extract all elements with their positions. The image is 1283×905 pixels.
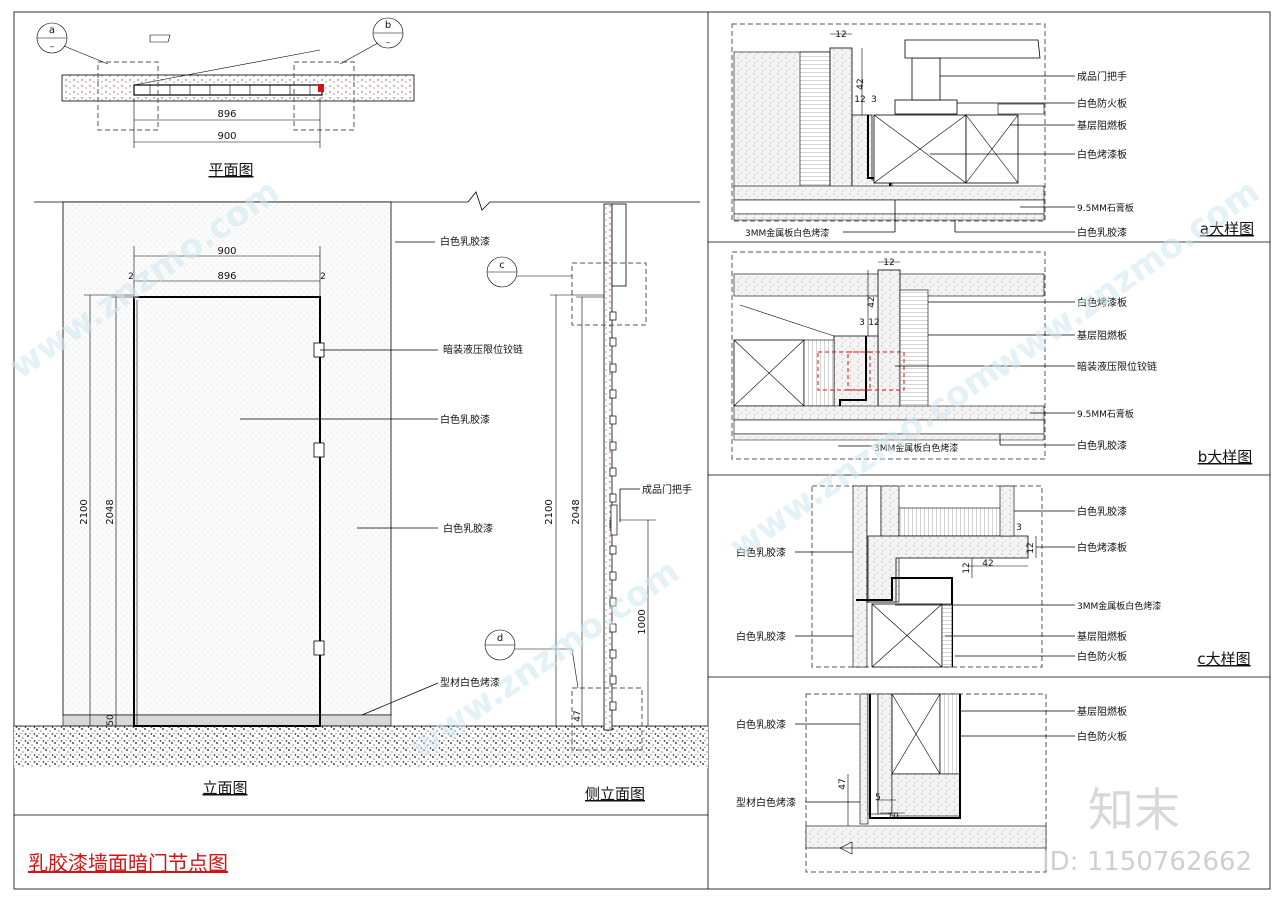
elevation-caption: 立面图 <box>202 779 247 797</box>
side-callout-d <box>484 629 579 689</box>
elev-gap-left: 2 <box>128 272 134 282</box>
detail-b-label-5: 白色乳胶漆 <box>1077 439 1127 452</box>
detail-a-label-3: 基层阻燃板 <box>1077 119 1127 132</box>
side-dim-handle: 1000 <box>637 609 648 634</box>
detail-d-dim-10: 10 <box>887 812 899 822</box>
side-callout-d-label: d <box>497 633 503 644</box>
plan-callout-a <box>36 22 109 65</box>
side-callout-c <box>486 256 572 288</box>
detail-b <box>731 251 1075 460</box>
detail-c-dim-3: 3 <box>1016 523 1022 533</box>
detail-c-right-label-5: 白色防火板 <box>1077 650 1127 663</box>
detail-c-left-label-1: 白色乳胶漆 <box>736 546 786 559</box>
watermark-id: ID: 1150762662 <box>1042 847 1252 877</box>
detail-a-caption: a大样图 <box>1200 220 1254 238</box>
plan-dim-outer: 900 <box>217 131 236 142</box>
detail-c-right-label-1: 白色乳胶漆 <box>1077 505 1127 518</box>
elev-dim-h-door: 2048 <box>105 499 116 524</box>
elevation-view <box>14 191 708 768</box>
side-caption: 侧立面图 <box>585 785 645 803</box>
detail-d-right-label-1: 基层阻燃板 <box>1077 705 1127 718</box>
plan-callout-b-label: b <box>385 20 391 31</box>
elev-label-top-paint: 白色乳胶漆 <box>440 235 490 248</box>
elev-dim-outer: 900 <box>217 246 236 257</box>
detail-a-label-5: 9.5MM石膏板 <box>1077 202 1134 214</box>
callout-b-dash: – <box>386 38 391 48</box>
plan-caption: 平面图 <box>208 161 253 179</box>
detail-c-right-label-3: 3MM金属板白色烤漆 <box>1077 600 1161 612</box>
detail-d-dim-5: 5 <box>875 793 881 803</box>
detail-c-caption: c大样图 <box>1197 650 1250 668</box>
detail-b-label-3: 暗装液压限位铰链 <box>1077 360 1157 373</box>
side-handle-label: 成品门把手 <box>642 483 692 496</box>
plan-callout-b <box>339 17 404 65</box>
detail-b-dim-3: 3 <box>859 318 865 328</box>
detail-c-right-label-4: 基层阻燃板 <box>1077 630 1127 643</box>
detail-b-dim-12: 12 <box>883 258 894 268</box>
elev-dim-inner: 896 <box>217 271 236 282</box>
detail-d-left-label-1: 白色乳胶漆 <box>736 718 786 731</box>
watermark-brand: 知末 <box>1088 783 1180 837</box>
detail-a-label-6: 白色乳胶漆 <box>1077 226 1127 239</box>
elev-label-lower-paint: 白色乳胶漆 <box>443 522 493 535</box>
detail-a-dim-42: 42 <box>856 78 866 89</box>
elev-gap-right: 2 <box>320 272 326 282</box>
detail-a-dim-3: 3 <box>871 95 877 105</box>
side-dim-h-total: 2100 <box>544 499 555 524</box>
detail-a-dim-12b: 12 <box>854 95 865 105</box>
elev-label-mid-paint: 白色乳胶漆 <box>440 413 490 426</box>
detail-a-label-4: 白色烤漆板 <box>1077 148 1127 161</box>
detail-a-label-2: 白色防火板 <box>1077 97 1127 110</box>
detail-c-right-label-2: 白色烤漆板 <box>1077 541 1127 554</box>
plan-dim-inner: 896 <box>217 109 236 120</box>
detail-d <box>795 693 1075 873</box>
detail-c <box>795 485 1075 668</box>
detail-c-dim-42: 42 <box>982 559 993 569</box>
plan-callout-a-label: a <box>49 25 55 36</box>
detail-c-dim-12: 12 <box>1026 542 1036 553</box>
side-elevation-view <box>550 203 656 751</box>
detail-a-dim-12: 12 <box>835 30 846 40</box>
detail-a-label-1: 成品门把手 <box>1077 70 1127 83</box>
detail-b-metal: 3MM金属板白色烤漆 <box>874 442 958 454</box>
callout-a-dash: – <box>50 42 55 52</box>
detail-c-dim-12b: 12 <box>962 562 972 573</box>
elev-dim-h-total: 2100 <box>79 499 90 524</box>
elev-label-profile: 型材白色烤漆 <box>440 676 500 689</box>
detail-d-left-label-2: 型材白色烤漆 <box>736 796 796 809</box>
detail-b-label-2: 基层阻燃板 <box>1077 329 1127 342</box>
detail-b-label-4: 9.5MM石膏板 <box>1077 408 1134 420</box>
detail-b-dim-42: 42 <box>867 296 877 307</box>
elev-dim-h-base: 50 <box>106 714 116 726</box>
side-callout-c-label: c <box>499 260 505 271</box>
detail-a-metal: 3MM金属板白色烤漆 <box>745 227 829 239</box>
detail-b-caption: b大样图 <box>1198 448 1253 466</box>
detail-b-dim-12b: 12 <box>868 318 879 328</box>
side-dim-bottom: 47 <box>573 710 583 721</box>
detail-c-left-label-2: 白色乳胶漆 <box>736 630 786 643</box>
detail-a <box>731 23 1075 233</box>
sheet-title: 乳胶漆墙面暗门节点图 <box>28 851 228 875</box>
plan-view <box>61 34 415 148</box>
side-dim-h-door: 2048 <box>571 499 582 524</box>
detail-d-right-label-2: 白色防火板 <box>1077 730 1127 743</box>
elev-label-hinge: 暗装液压限位铰链 <box>443 343 523 356</box>
detail-d-dim-47: 47 <box>838 778 848 789</box>
detail-b-label-1: 白色烤漆板 <box>1077 296 1127 309</box>
